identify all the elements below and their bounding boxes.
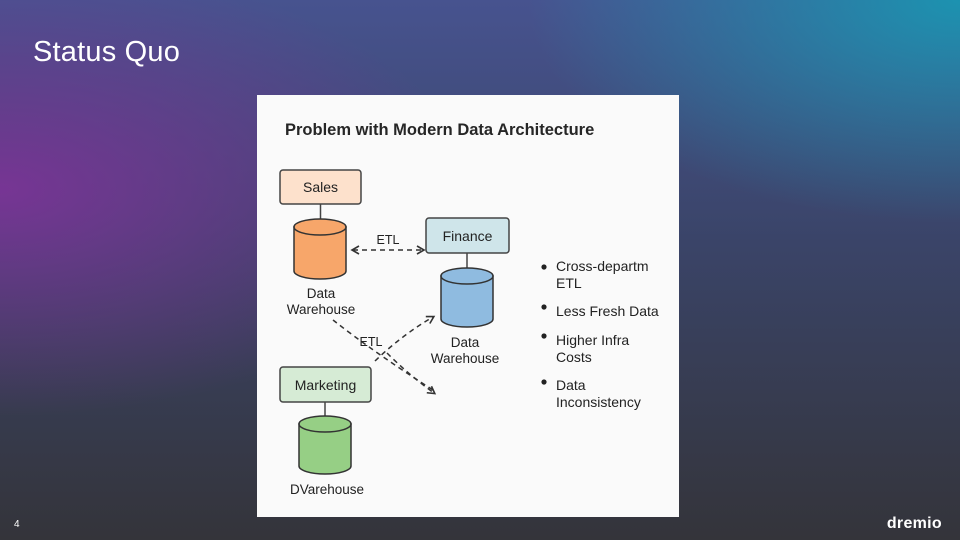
bullet-1-line-1: Cross-departm	[556, 258, 649, 274]
marketing-node: Marketing	[279, 366, 372, 403]
bullet-dot-3	[541, 333, 547, 339]
bullet-dot-2	[541, 304, 547, 310]
diagram-title: Problem with Modern Data Architecture	[285, 121, 594, 139]
bullet-3-line-1: Higher Infra	[556, 332, 629, 348]
bullet-4-line-2: Inconsistency	[556, 394, 641, 410]
sales-cylinder-body	[293, 226, 347, 280]
bullet-list: Cross-departm ETL Less Fresh Data Higher…	[541, 258, 659, 410]
bullet-4-line-1: Data	[556, 377, 586, 393]
architecture-diagram: Problem with Modern Data Architecture Sa…	[257, 95, 679, 517]
bullet-dot-1	[541, 264, 547, 270]
marketing-warehouse-cylinder	[298, 415, 352, 475]
finance-cylinder-top	[440, 267, 494, 285]
finance-node: Finance	[425, 217, 510, 254]
brand-logo: dremio	[886, 515, 942, 532]
etl-label-bottom: ETL	[360, 335, 383, 349]
finance-label: Finance	[443, 228, 493, 244]
etl-arrow-to-finance	[374, 315, 436, 362]
bullet-1-line-2: ETL	[556, 275, 582, 291]
marketing-label: Marketing	[295, 377, 356, 393]
sales-warehouse-label-1: Data	[307, 286, 336, 301]
sales-cylinder-top	[293, 218, 347, 236]
marketing-cylinder-top	[298, 415, 352, 433]
sales-label: Sales	[303, 179, 338, 195]
bullet-2-line-1: Less Fresh Data	[556, 303, 659, 319]
etl-arrow-diagonal-down	[332, 319, 434, 391]
finance-warehouse-label-1: Data	[451, 335, 480, 350]
finance-warehouse-label-2: Warehouse	[431, 351, 500, 366]
bullet-dot-4	[541, 379, 547, 385]
sales-node: Sales	[279, 169, 362, 205]
bullet-3-line-2: Costs	[556, 349, 592, 365]
finance-cylinder-body	[440, 275, 494, 328]
page-number: 4	[14, 519, 20, 530]
marketing-warehouse-label: DVarehouse	[290, 482, 364, 497]
finance-warehouse-cylinder	[440, 267, 494, 328]
marketing-cylinder-body	[298, 423, 352, 475]
etl-arrow-to-right	[386, 352, 437, 395]
slide-title: Status Quo	[33, 36, 181, 68]
sales-warehouse-label-2: Warehouse	[287, 302, 356, 317]
sales-warehouse-cylinder	[293, 218, 347, 280]
etl-label-top: ETL	[377, 233, 400, 247]
